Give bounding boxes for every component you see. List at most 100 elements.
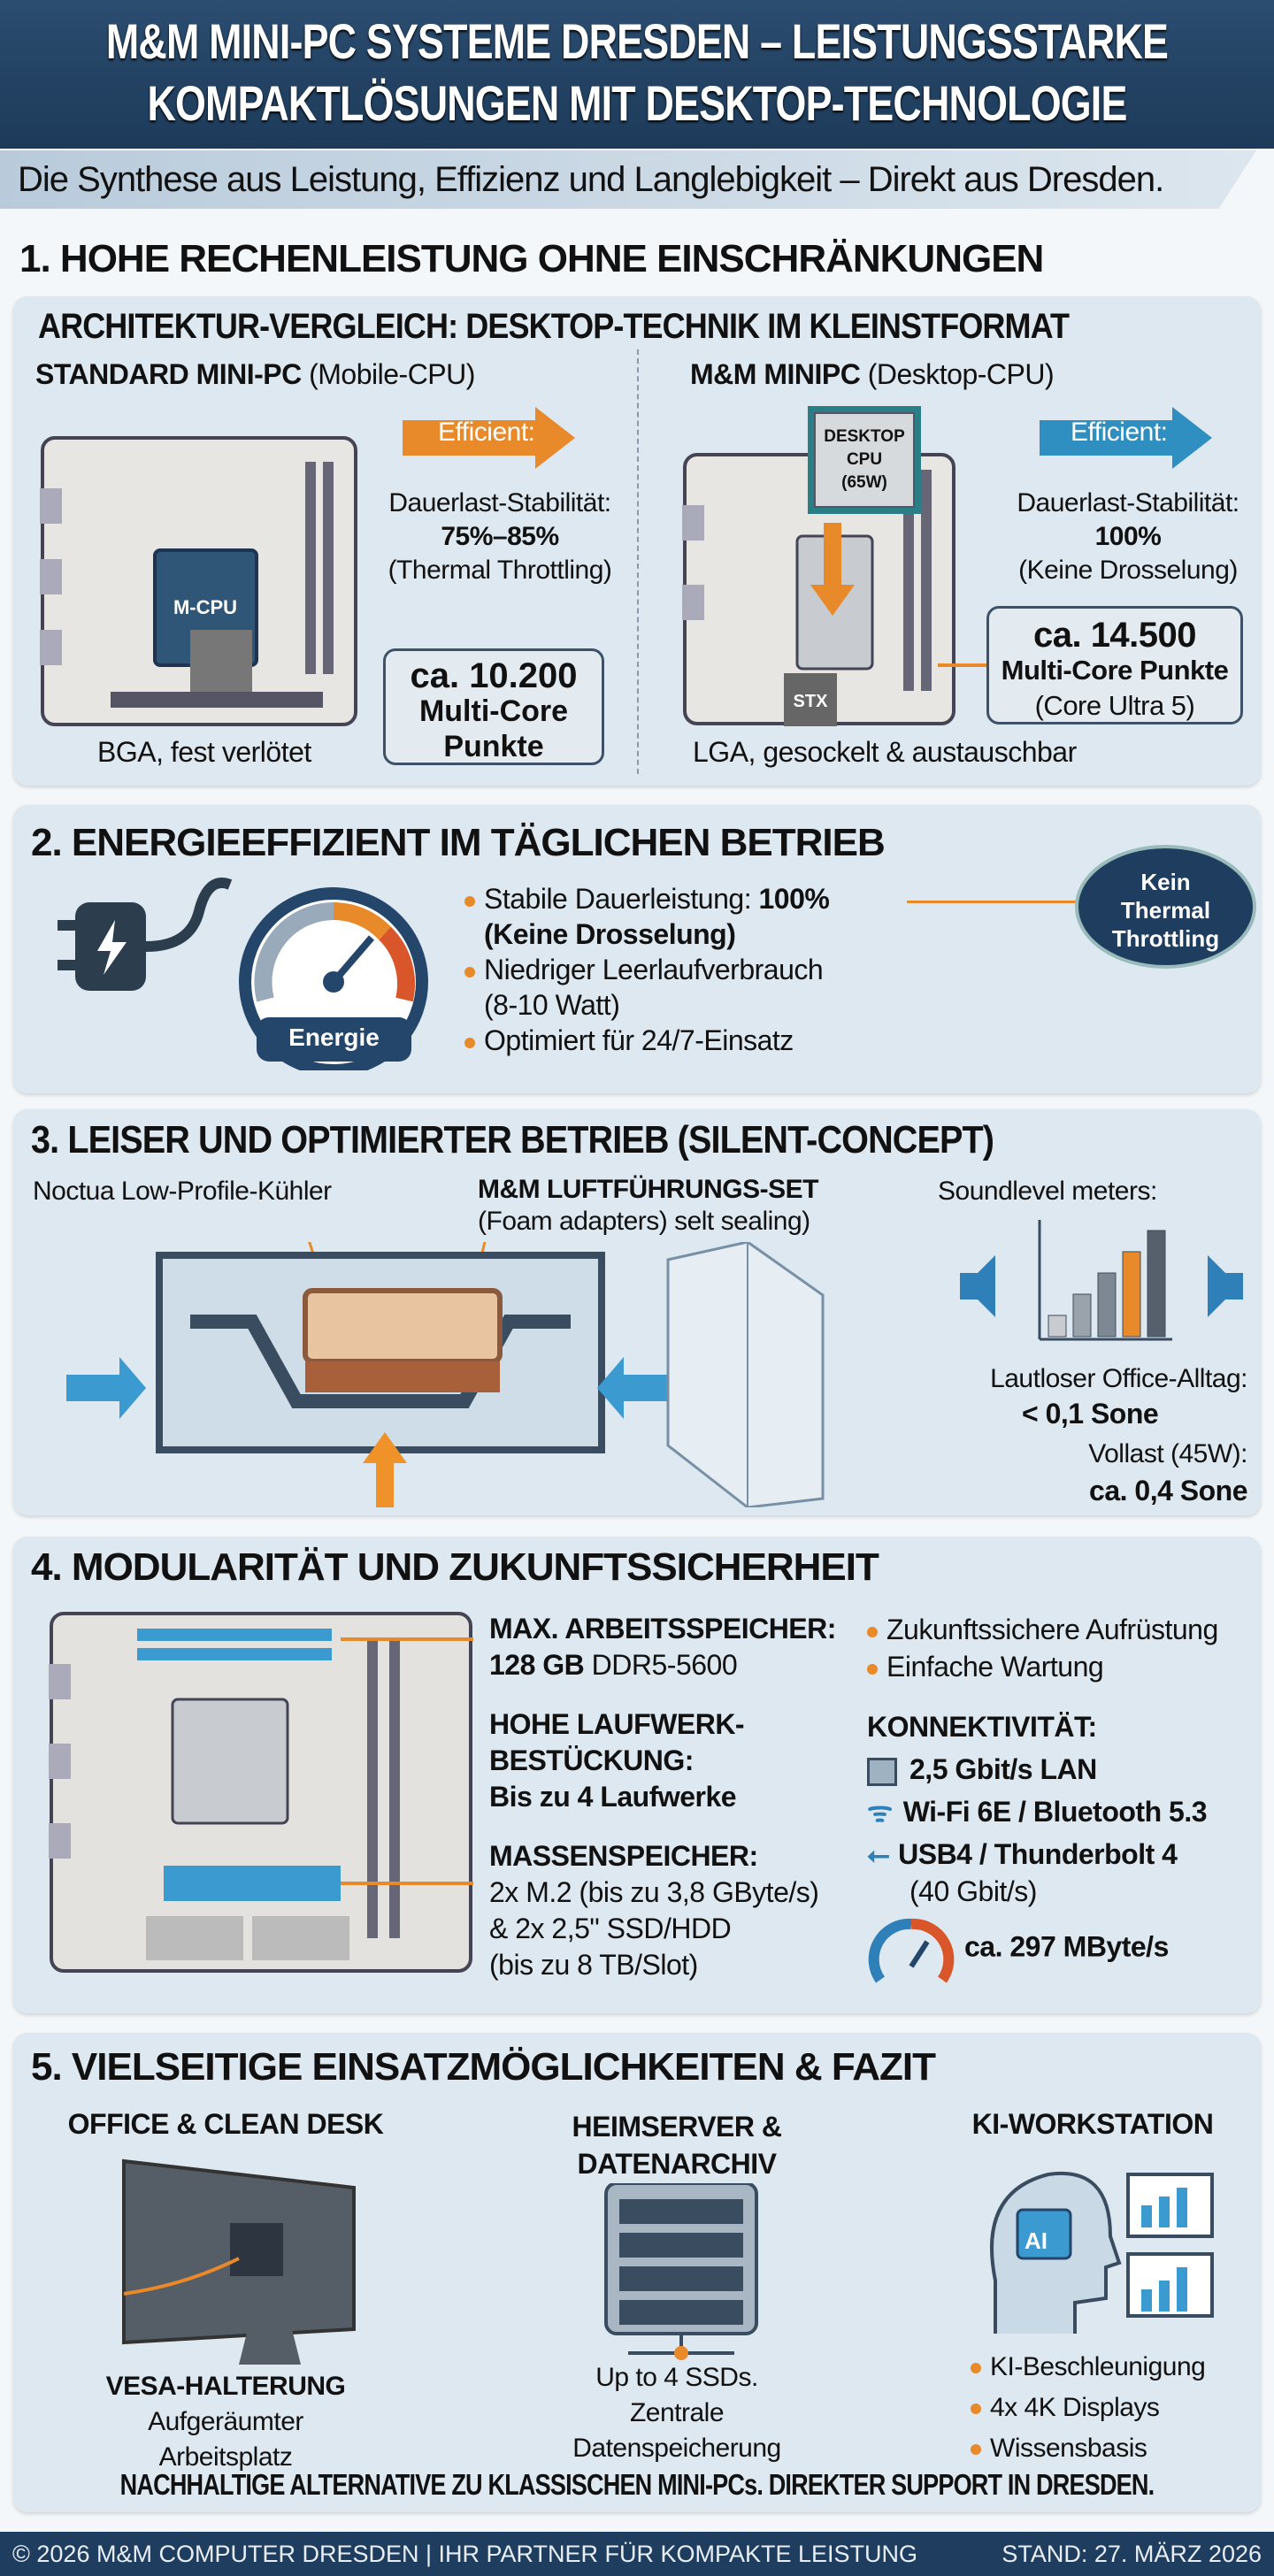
sound-meter-icon [960,1220,1243,1341]
stability-note: (Keine Drosselung) [1018,556,1238,585]
drive-value: Bis zu 4 Laufwerke [489,1781,737,1813]
right-arrow-label: Efficient: [1071,418,1168,447]
sound-bar [1048,1315,1067,1338]
stability-value: 75%–85% [441,522,559,551]
connectivity-heading: KONNEKTIVITÄT: [867,1711,1097,1743]
ethernet-icon [867,1757,897,1786]
desktop-motherboard-icon: STX [682,453,956,726]
soundlevel-label: Soundlevel meters: [938,1177,1157,1206]
cpu-label-3: (65W) [841,473,887,492]
storage-line: (bis zu 8 TB/Slot) [489,1949,698,1981]
left-score-box: ca. 10.200 Multi-Core Punkte [383,648,604,765]
section-5-title: 5. VIELSEITIGE EINSATZMÖGLICHKEITEN & FA… [31,2045,936,2089]
date-stamp: STAND: 27. MÄRZ 2026 [1002,2541,1262,2567]
sound-bar [1097,1272,1117,1338]
badge-line: Kein [1140,869,1191,895]
section-4-panel: 4. MODULARITÄT UND ZUKUNFTSSICHERHEIT MA… [13,1537,1261,2013]
server-line: Zentrale [629,2398,725,2427]
sound-bar [1072,1293,1092,1338]
drive-heading: HOHE LAUFWERK- [489,1708,745,1740]
power-plug-icon [58,878,233,991]
bullet-text: Stabile Dauerleistung: [484,883,759,915]
section-1-panel: ARCHITEKTUR-VERGLEICH: DESKTOP-TECHNIK I… [13,296,1261,786]
modular-motherboard-icon [49,1612,473,1973]
energy-gauge-icon [239,887,428,1070]
left-stability: Dauerlast-Stabilität: 75%–85% (Thermal T… [367,487,633,587]
office-value: < 0,1 Sone [1022,1398,1159,1430]
bullet-bold: 100% [758,883,830,915]
orange-arrow-icon [403,407,575,469]
bullet-text: Zukunftssichere Aufrüstung [886,1614,1218,1645]
bullet-text: Optimiert für 24/7-Einsatz [484,1024,794,1056]
ram-capacity: 128 GB [489,1649,585,1681]
office-heading: OFFICE & CLEAN DESK [67,2108,384,2140]
mm-name: M&M MINIPC [690,358,861,390]
section-2-panel: 2. ENERGIEEFFIZIENT IM TÄGLICHEN BETRIEB… [13,805,1261,1093]
section-4-title: 4. MODULARITÄT UND ZUKUNFTSSICHERHEIT [31,1545,879,1589]
left-arrow-label: Efficient: [438,418,535,447]
bullet-text: Niedriger Leerlaufverbrauch [484,954,824,985]
server-heading-1: HEIMSERVER & [572,2111,782,2143]
sound-bar [1122,1251,1141,1338]
energy-bullets: Stabile Dauerleistung: 100% (Keine Dross… [464,881,830,1058]
section-2-title: 2. ENERGIEEFFIZIENT IM TÄGLICHEN BETRIEB [31,821,886,864]
vesa-label: VESA-HALTERUNG [105,2372,346,2401]
airset-note: (Foam adapters) selt sealing) [478,1207,810,1236]
airset-label: M&M LUFTFÜHRUNGS-SET [478,1175,818,1204]
bullet-1: Stabile Dauerleistung: 100% [464,881,830,916]
bullet-text: KI-Beschleunigung [990,2352,1206,2381]
stability-value: 100% [1094,522,1162,551]
badge-line: Throttling [1111,925,1220,952]
footer: © 2026 M&M COMPUTER DRESDEN | IHR PARTNE… [0,2532,1274,2576]
gauge-label: Energie [288,1024,380,1051]
usb-note: (40 Gbit/s) [909,1875,1037,1907]
subtitle: Die Synthese aus Leistung, Effizienz und… [0,150,1256,209]
mobile-motherboard-icon: M-CPU [40,436,357,726]
bullet-text: Einfache Wartung [886,1651,1104,1683]
fullload-label: Vollast (45W): [1088,1439,1247,1468]
drive-heading-2: BESTÜCKUNG: [489,1744,694,1776]
m-cpu-label: M-CPU [173,596,237,618]
usb-icon: ⭠ [867,1838,890,1870]
stx-label: STX [794,692,829,711]
stability-label: Dauerlast-Stabilität: [388,488,611,518]
sound-bar [1147,1230,1166,1338]
server-heading: HEIMSERVER & DATENARCHIV [500,2108,854,2182]
server-icon [604,2183,758,2360]
standard-type: (Mobile-CPU) [309,358,475,390]
score-note: (Core Ultra 5) [1034,690,1195,721]
score-label: Multi-Core [418,694,569,728]
title-line-1: M&M MINI-PC SYSTEME DRESDEN – LEISTUNGSS… [105,13,1169,69]
server-heading-2: DATENARCHIV [577,2148,777,2180]
architecture-heading: ARCHITEKTUR-VERGLEICH: DESKTOP-TECHNIK I… [38,307,1070,346]
wifi-spec: Wi-Fi 6E / Bluetooth 5.3 [902,1796,1208,1828]
ai-bullets: KI-Beschleunigung 4x 4K Displays Wissens… [971,2347,1206,2469]
bullet-3: Optimiert für 24/7-Einsatz [464,1023,829,1058]
airflow-crosssection-icon [66,1242,825,1507]
divider [637,349,639,774]
cpu-label-1: DESKTOP [824,427,905,446]
storage-heading: MASSENSPEICHER: [489,1840,758,1872]
server-line: Datenspeicherung [572,2434,781,2463]
score-value: ca. 10.200 [410,656,578,695]
conclusion: NACHHALTIGE ALTERNATIVE ZU KLASSISCHEN M… [119,2468,1155,2501]
header-banner: M&M MINI-PC SYSTEME DRESDEN – LEISTUNGSS… [0,0,1274,149]
section-3-title: 3. LEISER UND OPTIMIERTER BETRIEB (SILEN… [31,1118,994,1162]
bullet-1-note: (Keine Drosselung) [484,918,736,950]
connector-line [938,663,991,667]
usb-spec: USB4 / Thunderbolt 4 [898,1838,1178,1870]
ai-head-icon [990,2171,1214,2334]
standard-title: STANDARD MINI-PC (Mobile-CPU) [35,358,475,391]
fullload-value: ca. 0,4 Sone [1089,1475,1247,1506]
section-5-panel: 5. VIELSEITIGE EINSATZMÖGLICHKEITEN & FA… [13,2033,1261,2512]
right-stability: Dauerlast-Stabilität: 100% (Keine Drosse… [995,487,1261,587]
bullet-2: Niedriger Leerlaufverbrauch [464,952,829,987]
storage-line: 2x M.2 (bis zu 3,8 GByte/s) [489,1876,819,1908]
bullet-2-note: (8-10 Watt) [484,989,620,1021]
connectivity-column: Zukunftssichere Aufrüstung Einfache Wart… [867,1611,1218,1984]
ai-label: AI [1025,2227,1048,2254]
ram-type: DDR5-5600 [584,1649,738,1681]
score-label-2: Punkte [443,730,544,763]
